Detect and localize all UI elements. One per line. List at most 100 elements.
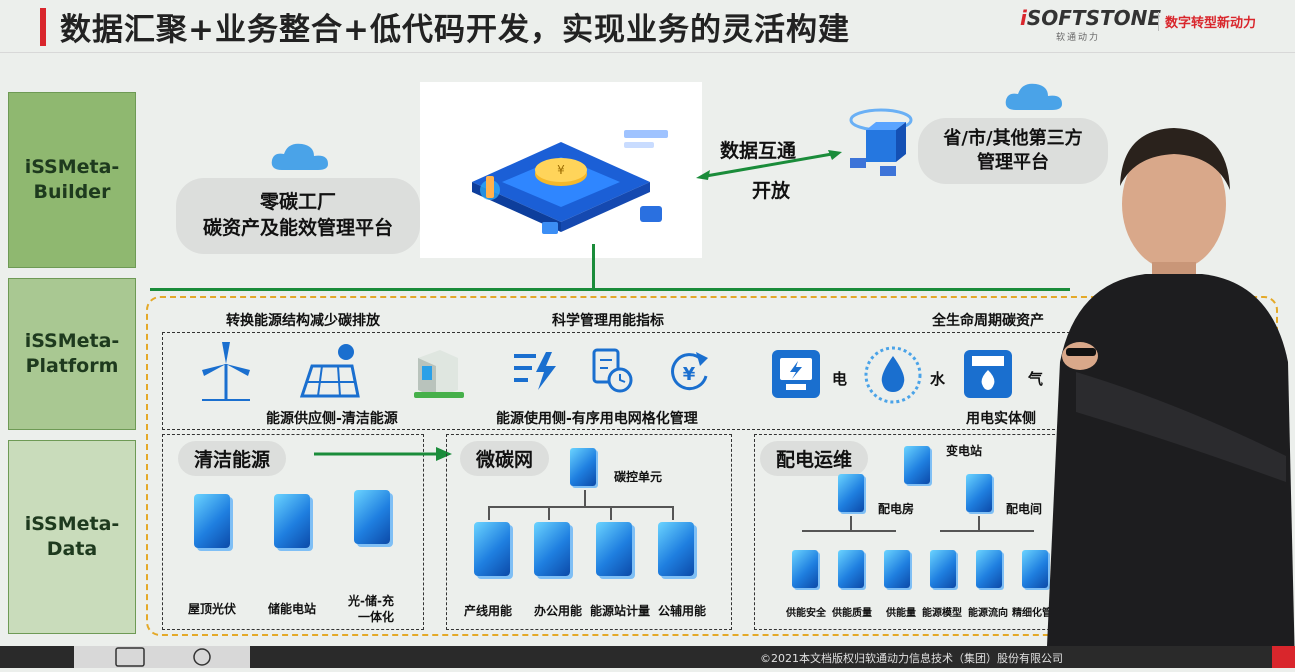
energy-station-server-icon xyxy=(596,522,632,576)
solar-panel-icon xyxy=(299,344,360,398)
yuan-refresh-icon: ¥ xyxy=(671,352,708,391)
supply-quality-server-icon xyxy=(838,550,864,588)
flow-arrow-icon xyxy=(314,447,452,461)
title-accent-bar xyxy=(40,8,46,46)
platform-head-1: 转换能源结构减少碳排放 xyxy=(226,313,380,329)
layer-data: iSSMeta-Data xyxy=(8,440,136,634)
platform-caption-usage: 能源使用侧-有序用电网格化管理 xyxy=(496,411,698,427)
distribution-substation-label: 变电站 xyxy=(946,444,983,458)
tree-connector xyxy=(548,506,550,520)
micro-grid-item-station: 能源站计量 xyxy=(590,604,651,618)
utility-electricity: 电 xyxy=(832,370,848,388)
svg-text:¥: ¥ xyxy=(557,163,565,177)
carbon-control-server-icon xyxy=(570,448,596,486)
tree-connector xyxy=(584,490,586,506)
platform-head-3: 全生命周期碳资产 xyxy=(932,313,1044,329)
link-text-open: 开放 xyxy=(752,180,791,202)
zero-carbon-line2: 碳资产及能效管理平台 xyxy=(202,217,393,239)
substation-server-icon xyxy=(904,446,930,484)
clean-energy-item-storage: 储能电站 xyxy=(268,602,317,616)
link-text-data-exchange: 数据互通 xyxy=(720,140,797,162)
auxiliary-server-icon xyxy=(658,522,694,576)
zero-carbon-line1: 零碳工厂 xyxy=(259,191,336,214)
distribution-item-safety: 供能安全 xyxy=(786,608,826,619)
tree-connector xyxy=(940,530,1034,532)
supply-volume-server-icon xyxy=(884,550,910,588)
clean-energy-item-integrated-2: 一体化 xyxy=(358,610,395,624)
distribution-item-quality: 供能质量 xyxy=(832,608,872,619)
clean-energy-tag: 清洁能源 xyxy=(178,441,287,476)
cloud-icon xyxy=(271,143,328,170)
energy-flow-server-icon xyxy=(976,550,1002,588)
micro-grid-tag: 微碳网 xyxy=(460,441,550,476)
charging-station-icon xyxy=(414,350,464,398)
tree-connector xyxy=(672,506,674,520)
distribution-chamber-label: 配电间 xyxy=(1006,502,1043,516)
distribution-item-fine: 精细化管理 xyxy=(1012,608,1062,619)
layer-platform: iSSMeta-Platform xyxy=(8,278,136,430)
third-party-line2: 管理平台 xyxy=(977,152,1049,173)
third-party-line1: 省/市/其他第三方 xyxy=(943,127,1083,149)
energy-flow-icon xyxy=(514,352,556,390)
logo-letter: i xyxy=(1020,6,1027,30)
platform-head-2: 科学管理用能指标 xyxy=(552,313,664,329)
layer-builder-line2: Builder xyxy=(33,181,111,203)
slogan: 数字转型新动力 xyxy=(1158,12,1256,31)
tree-connector xyxy=(488,506,490,520)
footer-copyright: ©2021本文档版权归软通动力信息技术（集团）股份有限公司 xyxy=(760,652,1063,665)
footer-accent xyxy=(1272,646,1295,668)
clean-energy-item-rooftop: 屋顶光伏 xyxy=(188,602,237,616)
layer-data-line2: Data xyxy=(46,538,98,560)
slide-title: 数据汇聚+业务整合+低代码开发，实现业务的灵活构建 xyxy=(60,12,850,48)
wind-turbine-icon xyxy=(202,342,250,401)
rooftop-pv-server-icon xyxy=(194,494,230,548)
cloud-network-icon xyxy=(193,648,211,666)
layer-platform-line2: Platform xyxy=(25,355,119,377)
document-clock-icon xyxy=(592,348,633,393)
tree-connector xyxy=(802,530,896,532)
svg-text:¥: ¥ xyxy=(683,364,696,385)
energy-model-server-icon xyxy=(930,550,956,588)
platform-illustration: ¥ xyxy=(420,82,702,258)
tree-connector xyxy=(610,506,612,520)
logo-subtext: 软通动力 xyxy=(1056,33,1101,43)
micro-grid-unit-label: 碳控单元 xyxy=(614,470,663,484)
micro-grid-item-production: 产线用能 xyxy=(464,604,513,618)
distribution-item-model: 能源模型 xyxy=(922,608,962,619)
footer-icons xyxy=(115,647,211,667)
tree-connector xyxy=(978,516,980,530)
distribution-room-server-icon xyxy=(838,474,864,512)
layer-builder: iSSMeta-Builder xyxy=(8,92,136,268)
clean-energy-item-integrated-1: 光-储-充 xyxy=(348,594,394,608)
footer-icons-area xyxy=(74,646,250,668)
connector-vertical xyxy=(592,244,595,290)
header-divider xyxy=(0,52,1295,53)
zero-carbon-platform-pill: 零碳工厂 碳资产及能效管理平台 xyxy=(176,178,420,254)
platform-isometric-icon: ¥ xyxy=(420,82,702,258)
fine-management-server-icon xyxy=(1022,550,1048,588)
distribution-item-volume: 供能量 xyxy=(886,608,916,619)
distribution-chamber-server-icon xyxy=(966,474,992,512)
platform-caption-entity: 用电实体侧 xyxy=(966,411,1036,427)
utility-gas: 气 xyxy=(1028,370,1044,388)
electricity-meter-icon xyxy=(772,350,820,398)
layer-builder-line1: iSSMeta- xyxy=(24,156,120,179)
pv-storage-charge-server-icon xyxy=(354,490,390,544)
laptop-icon xyxy=(115,647,145,667)
double-arrow-icon xyxy=(696,150,842,180)
third-party-platform-pill: 省/市/其他第三方 管理平台 xyxy=(918,118,1108,184)
micro-grid-box xyxy=(446,434,732,630)
layer-platform-line1: iSSMeta- xyxy=(24,330,120,353)
logo-text: SOFTSTONE xyxy=(1026,6,1162,30)
platform-caption-supply: 能源供应侧-清洁能源 xyxy=(266,411,398,427)
distribution-item-flow: 能源流向 xyxy=(968,608,1008,619)
office-server-icon xyxy=(534,522,570,576)
footer-bar xyxy=(0,646,1295,668)
connector-horizontal xyxy=(150,288,1070,291)
utility-water: 水 xyxy=(930,370,946,388)
company-logo: iSOFTSTONE 软通动力 xyxy=(1020,6,1161,44)
tree-connector xyxy=(850,516,852,530)
cloud-icon xyxy=(1005,83,1062,110)
clean-energy-box xyxy=(162,434,424,630)
gas-meter-icon xyxy=(964,350,1012,398)
